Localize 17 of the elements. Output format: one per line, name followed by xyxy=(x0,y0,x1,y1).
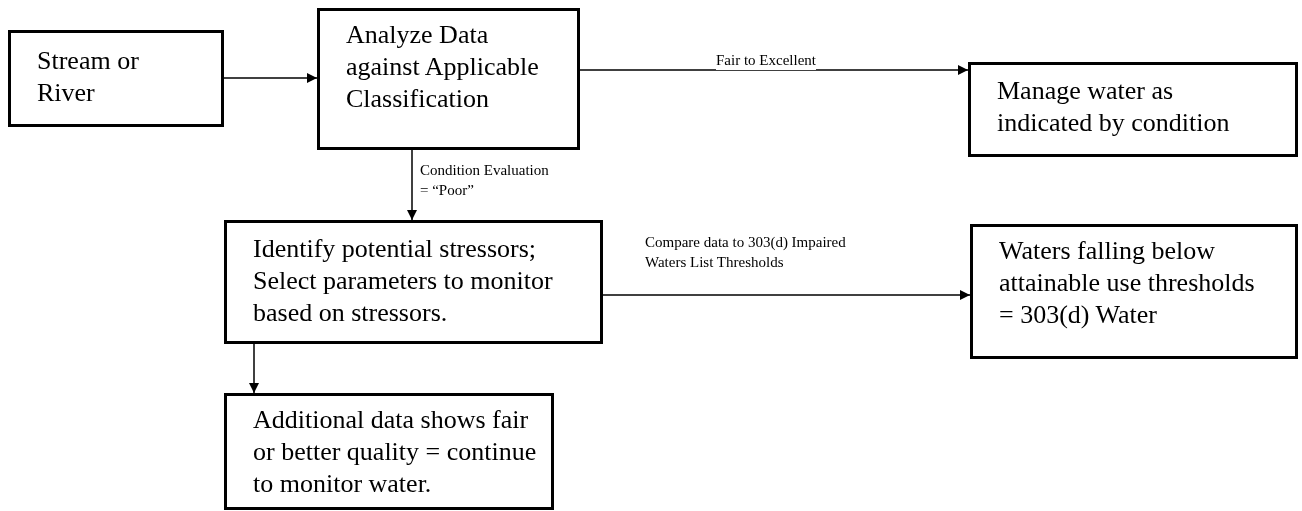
process-box xyxy=(317,8,580,150)
arrow xyxy=(249,343,259,394)
process-box xyxy=(970,224,1298,359)
process-box xyxy=(224,393,554,510)
process-box xyxy=(224,220,603,344)
arrow xyxy=(579,65,969,75)
arrow xyxy=(602,290,971,300)
box-text: Manage water as indicated by condition xyxy=(997,75,1231,139)
process-box xyxy=(8,30,224,127)
arrow xyxy=(407,149,417,221)
process-box xyxy=(968,62,1298,157)
box-text: Waters falling below attainable use thresholds = 303(d) Water xyxy=(999,235,1256,331)
box-text: Stream or River xyxy=(37,45,140,109)
arrow xyxy=(223,73,318,83)
box-text: Identify potential stressors; Select parameters to monitor based on stressors. xyxy=(253,233,554,329)
box-text: Additional data shows fair or better quality = continue to monitor water. xyxy=(253,404,538,500)
box-text: Analyze Data against Applicable Classification xyxy=(346,19,540,115)
